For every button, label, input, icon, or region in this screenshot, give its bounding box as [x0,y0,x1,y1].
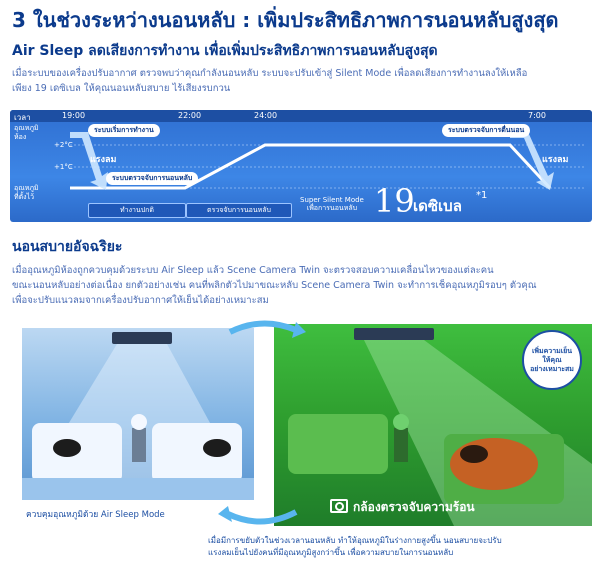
thermal-camera-label: กล้องตรวจจับความร้อน [330,498,475,517]
cool-bedroom-illustration [22,328,254,500]
smart-sleep-description: เมื่ออุณหภูมิห้องถูกควบคุมด้วยระบบ Air S… [12,263,537,308]
description-line: เมื่อระบบของเครื่องปรับอากาศ ตรวจพบว่าคุ… [12,68,528,79]
time-header: เวลา [14,113,31,122]
page-title: 3 ในช่วงระหว่างนอนหลับ : เพิ่มประสิทธิภา… [12,8,559,32]
time-label: 24:00 [254,111,278,120]
air-sleep-description: เมื่อระบบของเครื่องปรับอากาศ ตรวจพบว่าคุ… [12,66,527,96]
set-temp-axis-label: อุณหภูมิที่ตั้งไว้ [14,184,39,201]
smart-sleep-heading: นอนสบายอัจฉริยะ [12,239,123,255]
wind-label-left: แรงลม [90,155,117,165]
room-temp-axis-label: อุณหภูมิห้อง [14,124,39,141]
wind-label-right: แรงลม [542,155,569,165]
description-line: ขณะนอนหลับอย่างต่อเนื่อง ยกตัวอย่างเช่น … [12,280,537,291]
time-label: 22:00 [178,111,202,120]
temperature-curve [70,132,585,190]
temp-plus-2: +2°C [54,141,73,149]
air-sleep-subtitle: Air Sleep ลดเสียงการทำงาน เพื่อเพิ่มประส… [12,43,438,59]
bubble-sleep-detect: ระบบตรวจจับการนอนหลับ [106,172,199,185]
bubble-wake-detect: ระบบตรวจจับการตื่นนอน [442,124,531,137]
bubble-system-start: ระบบเริ่มการทำงาน [88,124,160,137]
bedroom-scene [22,332,254,500]
description-line: เพียง 19 เดซิเบล ให้คุณนอนหลับสบาย ไร้เส… [12,83,231,94]
camera-icon [330,499,348,513]
cool-air-badge: เพิ่มความเย็น ให้คุณ อย่างเหมาะสม [522,330,582,390]
decibel-unit: เดซิเบล [413,197,462,215]
mode-sleep-detect: ตรวจจับการนอนหลับ [186,203,292,218]
time-bar [10,110,592,122]
thermal-caption: เมื่อมีการขยับตัวในช่วงเวลานอนหลับ ทำให้… [208,536,502,557]
description-line: เมื่ออุณหภูมิห้องถูกควบคุมด้วยระบบ Air S… [12,265,494,276]
mode-normal: ทำงานปกติ [88,203,186,218]
time-label: 7:00 [528,111,546,120]
sleep-timeline-chart: เวลา 19:00 22:00 24:00 7:00 อุณหภูมิห้อง… [10,110,592,222]
description-line: เพื่อจะปรับแนวลมจากเครื่องปรับอากาศให้เย… [12,295,269,306]
time-label: 19:00 [62,111,86,120]
decibel-value: 19 [374,182,415,220]
thermal-scene [288,328,592,526]
air-sleep-caption: ควบคุมอุณหภูมิด้วย Air Sleep Mode [26,510,165,520]
temp-plus-1: +1°C [54,163,73,171]
decibel-footnote: *1 [476,190,488,201]
